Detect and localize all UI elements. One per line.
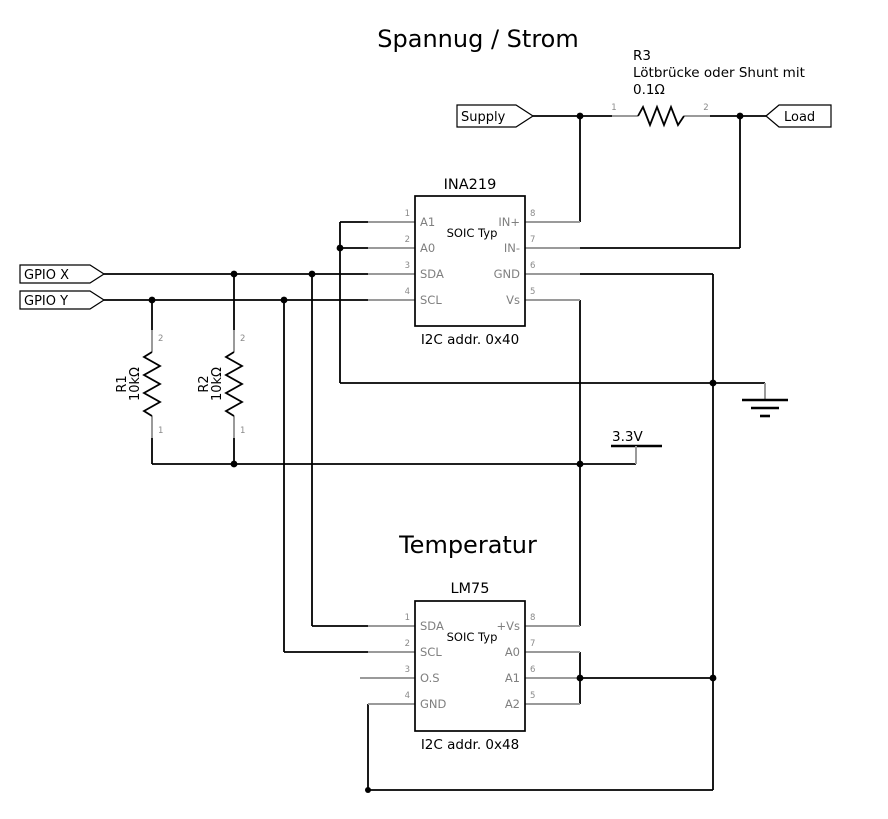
junction-dot [365,787,371,793]
ina219-pin4-label: SCL [420,293,442,307]
r2-zigzag [224,351,244,417]
lm75-pin7-number: 7 [530,639,535,649]
junction-dot [736,112,744,120]
lm75-package: SOIC Typ [447,630,498,644]
ina219-pin3-number: 3 [405,261,410,271]
lm75-pin2-label: SCL [420,645,442,659]
ina219-pin3-label: SDA [420,267,444,281]
ina219-pin1-number: 1 [405,209,410,219]
ina219-pin6-number: 6 [530,261,535,271]
r2-ref: R2 [197,375,212,392]
supply-flag-shape [456,104,535,128]
power-section-title: Spannug / Strom [377,25,578,53]
load-label: Load [784,110,815,125]
r3-pin2-number: 2 [703,103,708,113]
lm75-body [414,600,526,732]
lm75-pin8-number: 8 [530,613,535,623]
gpio-y-connector: GPIO Y [19,290,106,310]
junction-dot [576,460,584,468]
r1-value: 10kΩ [128,367,143,401]
ina219-name: INA219 [444,177,497,193]
lm75-pin6-number: 6 [530,665,535,675]
junction-dot [148,296,156,304]
gpio-y-label: GPIO Y [24,294,68,309]
lm75-pin7-label: A0 [505,645,520,659]
r1-pin1-number: 1 [158,426,163,436]
lm75-name: LM75 [450,581,489,597]
lm75-pin5-label: A2 [505,697,520,711]
r2-pin2-number: 2 [240,334,245,344]
r3-ref: R3 [633,48,651,64]
gpio-x-connector: GPIO X [19,264,106,284]
r2-value: 10kΩ [210,367,225,401]
r3-note: Lötbrücke oder Shunt mit [633,65,805,81]
pullup-resistor-r1: R1 10kΩ 2 1 [115,330,163,438]
junction-dot [576,674,584,682]
gpio-x-flag-shape [19,264,106,284]
r3-value: 0.1Ω [633,82,665,98]
lm75-ic: LM75 SOIC Typ I2C addr. 0x48 1 2 3 4 SDA… [360,581,580,753]
gpio-x-label: GPIO X [24,268,69,283]
lm75-pin5-number: 5 [530,691,535,701]
lm75-pin4-label: GND [420,697,447,711]
junction-dot [230,270,238,278]
ina219-pin5-number: 5 [530,287,535,297]
lm75-pin3-number: 3 [405,665,410,675]
lm75-pin2-number: 2 [405,639,410,649]
r1-pin2-number: 2 [158,334,163,344]
ina219-ic: INA219 SOIC Typ I2C addr. 0x40 1 2 3 4 A… [368,177,580,348]
ina219-pin7-label: IN- [504,241,520,255]
lm75-pin8-label: +Vs [497,619,521,633]
r1-zigzag [142,351,162,417]
power-rail-3v3: 3.3V [611,429,662,464]
power-rail-label: 3.3V [612,429,643,445]
ina219-pin2-number: 2 [405,235,410,245]
lm75-pin4-number: 4 [405,691,410,701]
ina219-pin7-number: 7 [530,235,535,245]
r2-pin1-number: 1 [240,426,245,436]
ina219-package: SOIC Typ [447,226,498,240]
load-flag-shape [765,104,832,128]
junction-dot [308,270,316,278]
lm75-pin1-number: 1 [405,613,410,623]
lm75-pin6-label: A1 [505,671,520,685]
supply-connector: Supply [456,104,535,128]
junction-dot [280,296,288,304]
ina219-address: I2C addr. 0x40 [421,332,519,348]
junction-dot [709,379,717,387]
load-connector: Load [765,104,832,128]
junction-dot [230,460,238,468]
ina219-pin8-label: IN+ [498,215,520,229]
lm75-pin3-label: O.S [420,671,440,685]
ina219-pin6-label: GND [494,267,521,281]
r3-zigzag [637,104,685,128]
junction-dots [148,112,744,793]
r3-pin1-number: 1 [611,103,616,113]
ground-symbol [742,383,788,418]
ina219-pin2-label: A0 [420,241,435,255]
lm75-pin1-label: SDA [420,619,444,633]
lm75-address: I2C addr. 0x48 [421,737,519,753]
ina219-pin8-number: 8 [530,209,535,219]
ina219-pin5-label: Vs [506,293,520,307]
junction-dot [336,244,344,252]
shunt-resistor-r3: R3 Lötbrücke oder Shunt mit 0.1Ω 1 2 [611,48,805,128]
pullup-resistor-r2: R2 10kΩ 2 1 [197,330,245,438]
supply-label: Supply [461,110,506,125]
temperature-section-title: Temperatur [398,531,537,559]
ina219-pin4-number: 4 [405,287,410,297]
ina219-body [414,195,526,327]
gpio-y-flag-shape [19,290,106,310]
junction-dot [576,112,584,120]
junction-dot [709,674,717,682]
r1-ref: R1 [115,375,130,392]
ina219-pin1-label: A1 [420,215,435,229]
